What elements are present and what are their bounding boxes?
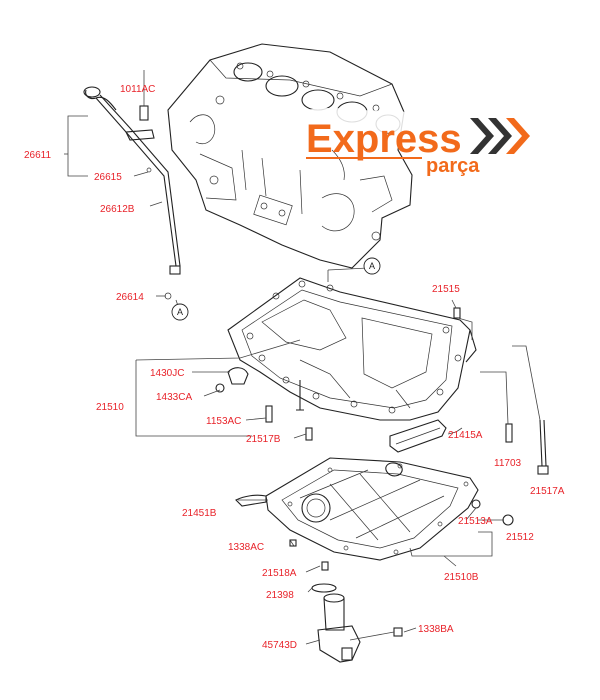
label-21513A: 21513A bbox=[458, 516, 493, 527]
label-21510: 21510 bbox=[96, 402, 124, 413]
chevron-icon-3 bbox=[506, 118, 530, 154]
label-1430JC: 1430JC bbox=[150, 368, 184, 379]
reference-marker-a-top: A bbox=[363, 257, 381, 275]
chevron-icon-2 bbox=[488, 118, 512, 154]
lower-oil-pan bbox=[235, 457, 514, 571]
label-21510B: 21510B bbox=[444, 572, 479, 583]
label-21451B: 21451B bbox=[182, 508, 217, 519]
dipstick-assembly bbox=[83, 86, 181, 300]
label-21512: 21512 bbox=[506, 532, 534, 543]
label-1338AC: 1338AC bbox=[228, 542, 264, 553]
label-45743D: 45743D bbox=[262, 640, 297, 651]
label-26614: 26614 bbox=[116, 292, 144, 303]
label-21518A: 21518A bbox=[262, 568, 297, 579]
label-1433CA: 1433CA bbox=[156, 392, 192, 403]
upper-oil-pan bbox=[227, 277, 477, 421]
svg-text:A: A bbox=[177, 307, 183, 317]
engine-block bbox=[167, 43, 413, 269]
chevron-icon-1 bbox=[470, 118, 494, 154]
part-labels: 1011AC 26611 26615 26612B 26614 21515 14… bbox=[24, 84, 565, 651]
oil-strainer bbox=[311, 583, 403, 663]
label-21517A: 21517A bbox=[530, 486, 565, 497]
label-1338BA: 1338BA bbox=[418, 624, 454, 635]
label-26615: 26615 bbox=[94, 172, 122, 183]
reference-marker-a-left: A bbox=[171, 303, 189, 321]
label-26611: 26611 bbox=[24, 150, 52, 161]
label-1153AC: 1153AC bbox=[206, 416, 241, 427]
logo-sub-text: parça bbox=[426, 155, 480, 177]
label-21398: 21398 bbox=[266, 590, 294, 601]
label-1011AC: 1011AC bbox=[120, 84, 155, 95]
svg-text:A: A bbox=[369, 261, 375, 271]
express-parca-logo: Express parça bbox=[290, 108, 530, 177]
label-26612B: 26612B bbox=[100, 204, 135, 215]
label-21517B: 21517B bbox=[246, 434, 281, 445]
baffle-and-bolts bbox=[215, 307, 549, 475]
label-11703: 11703 bbox=[494, 458, 522, 469]
label-21415A: 21415A bbox=[448, 430, 483, 441]
leader-lines bbox=[64, 70, 541, 645]
label-21515: 21515 bbox=[432, 284, 460, 295]
logo-main-text: Express bbox=[306, 117, 462, 161]
